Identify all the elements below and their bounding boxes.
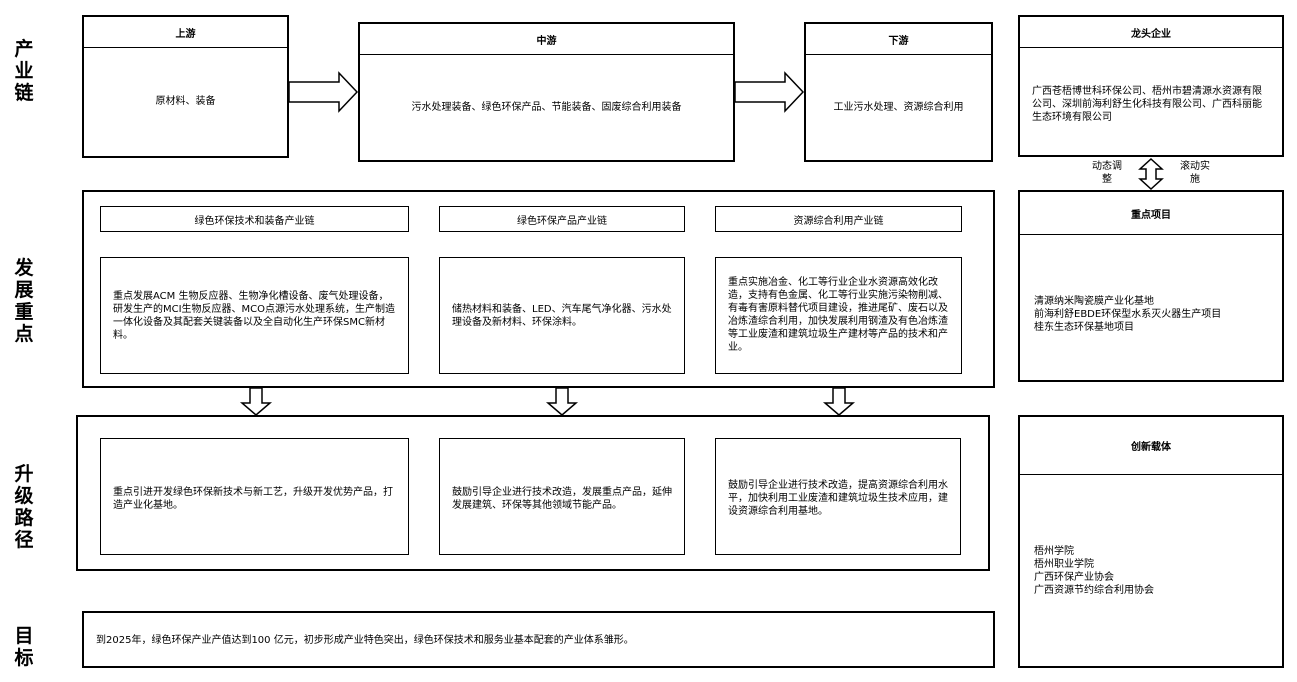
focus-chain-title: 绿色环保技术和装备产业链 <box>100 206 409 232</box>
focus-chain-box: 重点发展ACM 生物反应器、生物净化槽设备、废气处理设备，研发生产的MCI生物反… <box>100 257 409 374</box>
dynamic-adjust-label: 动态调整 <box>1092 161 1122 185</box>
midstream-title: 中游 <box>360 24 733 55</box>
focus-chain-content: 重点发展ACM 生物反应器、生物净化槽设备、废气处理设备，研发生产的MCI生物反… <box>113 291 396 341</box>
arrow-down-icon <box>822 387 856 416</box>
innovation-item: 梧州学院 <box>1034 546 1074 557</box>
row-label-chain: 产业链 <box>14 38 34 104</box>
upstream-title: 上游 <box>84 17 287 48</box>
rolling-implement-label: 滚动实施 <box>1180 161 1210 185</box>
downstream-title: 下游 <box>806 24 991 55</box>
focus-chain-content: 重点实施冶金、化工等行业企业水资源高效化改造，支持有色金属、化工等行业实施污染物… <box>728 277 948 353</box>
key-projects-box: 重点项目 清源纳米陶瓷膜产业化基地 前海利舒EBDE环保型水系灭火器生产项目 桂… <box>1018 190 1284 382</box>
innovation-box: 创新载体 梧州学院 梧州职业学院 广西环保产业协会 广西资源节约综合利用协会 <box>1018 415 1284 668</box>
key-project-item: 清源纳米陶瓷膜产业化基地 <box>1034 296 1154 307</box>
innovation-title: 创新载体 <box>1020 417 1282 475</box>
double-arrow-icon <box>1138 157 1164 191</box>
midstream-content: 污水处理装备、绿色环保产品、节能装备、固废综合利用装备 <box>411 101 682 113</box>
leading-title: 龙头企业 <box>1020 17 1282 48</box>
arrow-right-icon <box>734 71 805 113</box>
path-content: 鼓励引导企业进行技术改造，发展重点产品，延伸发展建筑、环保等其他领域节能产品。 <box>452 487 672 511</box>
focus-chain-box: 储热材料和装备、LED、汽车尾气净化器、污水处理设备及新材料、环保涂料。 <box>439 257 685 374</box>
key-projects-list: 清源纳米陶瓷膜产业化基地 前海利舒EBDE环保型水系灭火器生产项目 桂东生态环保… <box>1034 295 1272 334</box>
focus-chain-box: 重点实施冶金、化工等行业企业水资源高效化改造，支持有色金属、化工等行业实施污染物… <box>715 257 962 374</box>
upstream-box: 上游 原材料、装备 <box>82 15 289 158</box>
key-project-item: 前海利舒EBDE环保型水系灭火器生产项目 <box>1034 309 1222 320</box>
arrow-down-icon <box>545 387 579 416</box>
path-content: 鼓励引导企业进行技术改造，提高资源综合利用水平，加快利用工业废渣和建筑垃圾生技术… <box>728 480 948 517</box>
upstream-content: 原材料、装备 <box>155 96 216 107</box>
goal-content: 到2025年，绿色环保产业产值达到100 亿元，初步形成产业特色突出，绿色环保技… <box>96 635 634 646</box>
downstream-content: 工业污水处理、资源综合利用 <box>833 101 964 113</box>
path-box: 鼓励引导企业进行技术改造，提高资源综合利用水平，加快利用工业废渣和建筑垃圾生技术… <box>715 438 961 555</box>
arrow-right-icon <box>288 71 359 113</box>
downstream-box: 下游 工业污水处理、资源综合利用 <box>804 22 993 162</box>
focus-chain-content: 储热材料和装备、LED、汽车尾气净化器、污水处理设备及新材料、环保涂料。 <box>452 304 672 328</box>
path-content: 重点引进开发绿色环保新技术与新工艺，升级开发优势产品，打造产业化基地。 <box>113 487 393 511</box>
key-projects-title: 重点项目 <box>1020 192 1282 235</box>
innovation-item: 广西资源节约综合利用协会 <box>1034 585 1154 596</box>
row-label-goal: 目标 <box>14 625 34 669</box>
midstream-box: 中游 污水处理装备、绿色环保产品、节能装备、固废综合利用装备 <box>358 22 735 162</box>
innovation-item: 广西环保产业协会 <box>1034 572 1114 583</box>
leading-enterprises-box: 龙头企业 广西苍梧博世科环保公司、梧州市碧清源水资源有限公司、深圳前海利舒生化科… <box>1018 15 1284 157</box>
path-box: 鼓励引导企业进行技术改造，发展重点产品，延伸发展建筑、环保等其他领域节能产品。 <box>439 438 685 555</box>
arrow-down-icon <box>239 387 273 416</box>
row-label-path: 升级路径 <box>14 463 34 551</box>
innovation-list: 梧州学院 梧州职业学院 广西环保产业协会 广西资源节约综合利用协会 <box>1034 545 1272 597</box>
leading-content: 广西苍梧博世科环保公司、梧州市碧清源水资源有限公司、深圳前海利舒生化科技有限公司… <box>1032 86 1262 123</box>
focus-chain-title: 绿色环保产品产业链 <box>439 206 685 232</box>
path-box: 重点引进开发绿色环保新技术与新工艺，升级开发优势产品，打造产业化基地。 <box>100 438 409 555</box>
row-label-focus: 发展重点 <box>14 257 34 345</box>
goal-box: 到2025年，绿色环保产业产值达到100 亿元，初步形成产业特色突出，绿色环保技… <box>82 611 995 668</box>
innovation-item: 梧州职业学院 <box>1034 559 1094 570</box>
key-project-item: 桂东生态环保基地项目 <box>1034 322 1134 333</box>
focus-chain-title: 资源综合利用产业链 <box>715 206 962 232</box>
